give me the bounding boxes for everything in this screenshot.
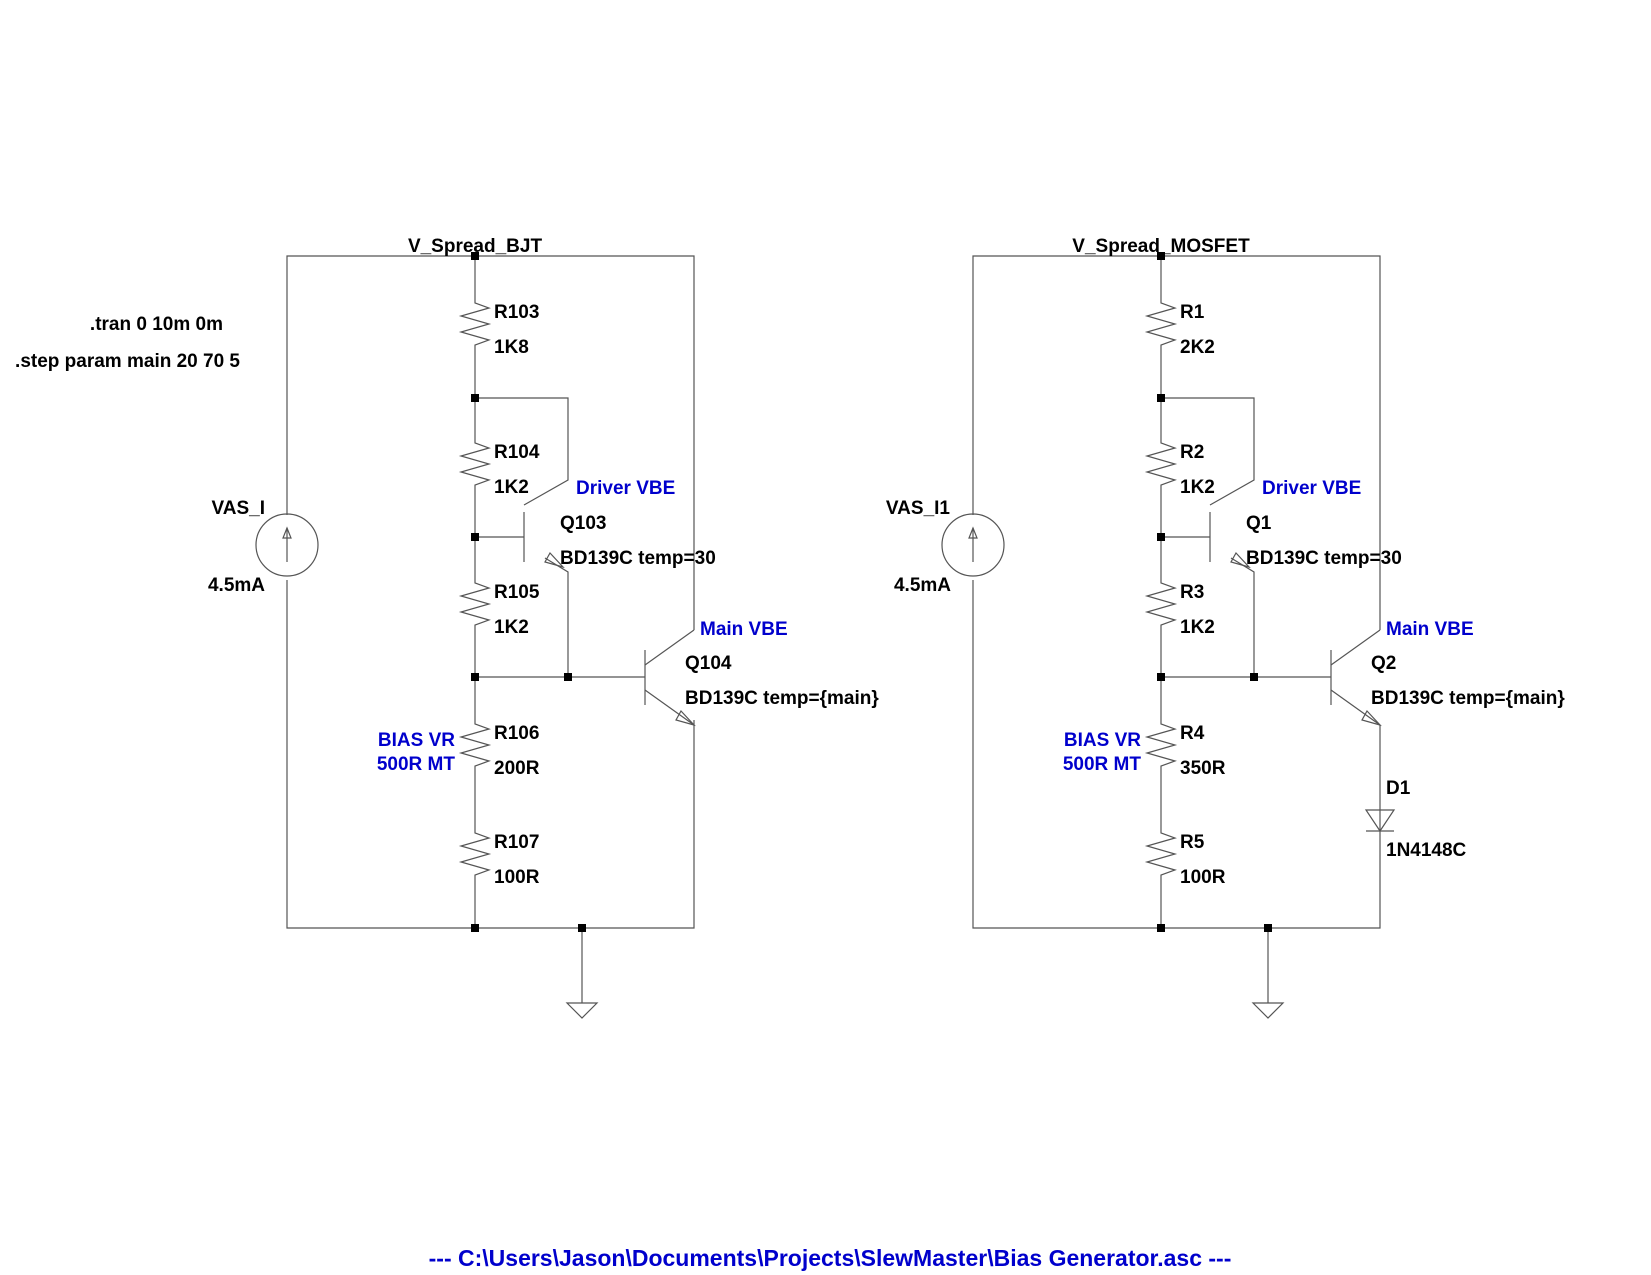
bjt-driver-name: Q103	[560, 513, 606, 534]
mosfet-main-model: BD139C temp={main}	[1371, 688, 1565, 709]
mosfet-diode[interactable]	[1364, 808, 1396, 855]
mosfet-wire[interactable]	[1161, 397, 1255, 506]
bjt-driver-model: BD139C temp=30	[560, 548, 716, 569]
bjt-resistor-mid2[interactable]	[458, 575, 492, 635]
bjt-driver-transistor[interactable]	[523, 512, 565, 569]
mosfet-diode-name: D1	[1386, 778, 1411, 799]
mosfet-top-rail[interactable]	[972, 255, 1381, 630]
mosfet-main-note: Main VBE	[1386, 619, 1474, 640]
mosfet-resistor-mid2[interactable]	[1144, 575, 1178, 635]
bjt-wire[interactable]	[544, 557, 569, 677]
mosfet-source-value: 4.5mA	[894, 575, 951, 596]
mosfet-junctions	[1157, 252, 1272, 932]
mosfet-resistor-bias[interactable]	[1144, 716, 1178, 776]
mosfet-driver-transistor[interactable]	[1209, 512, 1251, 569]
mosfet-net-label: V_Spread_MOSFET	[1072, 236, 1250, 257]
bjt-top-rail[interactable]	[286, 255, 695, 630]
mosfet-source-name: VAS_I1	[886, 498, 951, 519]
bjt-bottom-rail[interactable]	[286, 580, 695, 929]
bjt-r-top-value: 1K8	[494, 337, 529, 358]
bjt-bias-note-1: BIAS VR	[378, 730, 455, 751]
bjt-r-mid2-name: R105	[494, 582, 540, 603]
mosfet-r-bot-value: 100R	[1180, 867, 1226, 888]
mosfet-r-mid1-value: 1K2	[1180, 477, 1215, 498]
mosfet-r-top-name: R1	[1180, 302, 1205, 323]
mosfet-bias-note-2: 500R MT	[1063, 754, 1142, 775]
bjt-r-mid2-value: 1K2	[494, 617, 529, 638]
bjt-junctions	[471, 252, 586, 932]
mosfet-wires	[972, 255, 1381, 1003]
bjt-r-mid1-name: R104	[494, 442, 540, 463]
mosfet-main-transistor[interactable]	[1330, 629, 1382, 727]
mosfet-r-mid1-name: R2	[1180, 442, 1204, 463]
bjt-driver-note: Driver VBE	[576, 478, 675, 499]
mosfet-resistor-mid1[interactable]	[1144, 435, 1178, 495]
file-path-footer: --- C:\Users\Jason\Documents\Projects\Sl…	[429, 1245, 1232, 1271]
bjt-resistor-bias[interactable]	[458, 716, 492, 776]
step-directive[interactable]: .step param main 20 70 5	[15, 351, 240, 372]
bjt-r-top-name: R103	[494, 302, 539, 323]
bjt-net-label: V_Spread_BJT	[408, 236, 543, 257]
mosfet-main-name: Q2	[1371, 653, 1396, 674]
mosfet-bottom-rail[interactable]	[972, 580, 1381, 929]
mosfet-circuit: VAS_I1 4.5mA	[886, 236, 1565, 1019]
mosfet-driver-note: Driver VBE	[1262, 478, 1361, 499]
mosfet-r-bias-value: 350R	[1180, 758, 1226, 779]
bjt-resistor-top[interactable]	[458, 295, 492, 355]
mosfet-r-mid2-name: R3	[1180, 582, 1204, 603]
bjt-wires	[286, 255, 695, 1003]
bjt-resistor-mid1[interactable]	[458, 435, 492, 495]
mosfet-r-mid2-value: 1K2	[1180, 617, 1215, 638]
bjt-circuit: VAS_I 4.5mA	[208, 236, 879, 1019]
bjt-source-name: VAS_I	[211, 498, 265, 519]
bjt-main-model: BD139C temp={main}	[685, 688, 879, 709]
mosfet-resistor-top[interactable]	[1144, 295, 1178, 355]
mosfet-r-bias-name: R4	[1180, 723, 1205, 744]
mosfet-ground-icon	[1251, 1002, 1285, 1019]
bjt-main-transistor[interactable]	[644, 629, 696, 727]
bjt-r-mid1-value: 1K2	[494, 477, 529, 498]
bjt-bias-note-2: 500R MT	[377, 754, 456, 775]
bjt-main-name: Q104	[685, 653, 732, 674]
mosfet-resistor-bottom[interactable]	[1144, 825, 1178, 885]
bjt-ground-icon	[565, 1002, 599, 1019]
mosfet-wire[interactable]	[1230, 557, 1255, 677]
bjt-wire[interactable]	[475, 397, 569, 506]
mosfet-current-source[interactable]	[941, 513, 1005, 577]
mosfet-diode-value: 1N4148C	[1386, 840, 1467, 861]
bjt-resistor-bottom[interactable]	[458, 825, 492, 885]
bjt-source-value: 4.5mA	[208, 575, 265, 596]
mosfet-driver-model: BD139C temp=30	[1246, 548, 1402, 569]
bjt-r-bot-value: 100R	[494, 867, 540, 888]
bjt-r-bot-name: R107	[494, 832, 539, 853]
tran-directive[interactable]: .tran 0 10m 0m	[90, 314, 223, 335]
mosfet-bias-note-1: BIAS VR	[1064, 730, 1141, 751]
mosfet-r-bot-name: R5	[1180, 832, 1205, 853]
bjt-r-bias-value: 200R	[494, 758, 540, 779]
mosfet-r-top-value: 2K2	[1180, 337, 1215, 358]
bjt-r-bias-name: R106	[494, 723, 539, 744]
mosfet-driver-name: Q1	[1246, 513, 1272, 534]
bjt-current-source[interactable]	[255, 513, 319, 577]
bjt-main-note: Main VBE	[700, 619, 788, 640]
